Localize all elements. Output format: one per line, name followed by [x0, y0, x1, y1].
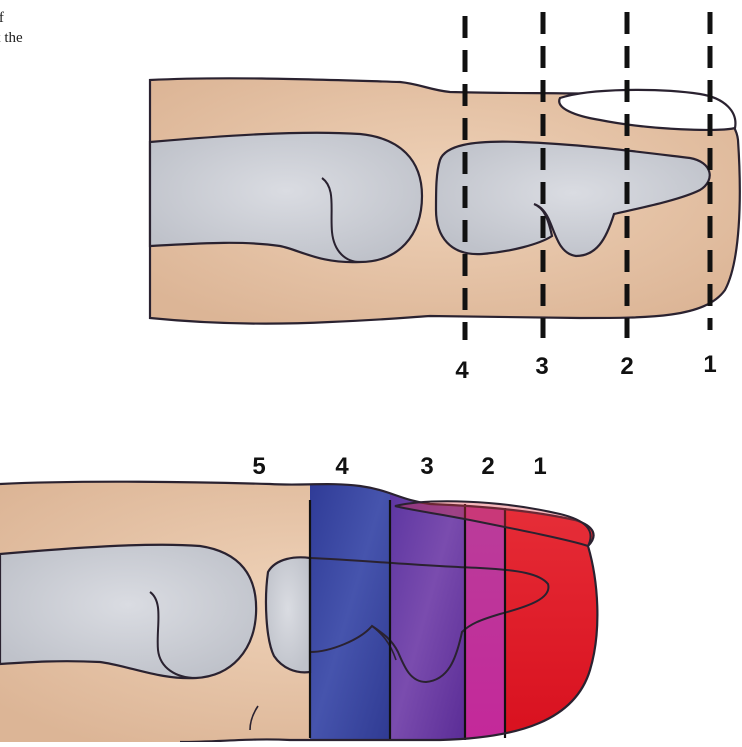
- caption-line-3: phalanx: [0, 48, 150, 68]
- zone-label-2: 2: [481, 453, 494, 480]
- zone-label-4: 4: [335, 453, 349, 480]
- caption-line-1: graphy of: [0, 8, 150, 28]
- cut-label-4: 4: [455, 357, 469, 384]
- figure-caption: graphy of tations at the phalanx: [0, 8, 150, 68]
- cut-label-3: 3: [535, 353, 548, 380]
- bottom-distal-phalanx-base: [266, 557, 310, 672]
- zone-label-1: 1: [533, 453, 546, 480]
- zone-label-5: 5: [252, 453, 265, 480]
- bottom-finger: 5 4 3 2 1: [0, 453, 605, 742]
- top-middle-phalanx: [150, 133, 422, 262]
- cut-label-2: 2: [620, 353, 633, 380]
- zone-4-band: [310, 470, 390, 742]
- zone-label-3: 3: [420, 453, 433, 480]
- cut-label-1: 1: [703, 351, 716, 378]
- caption-line-2: tations at the: [0, 28, 150, 48]
- top-finger: 4 3 2 1: [150, 12, 740, 384]
- bottom-middle-phalanx: [0, 545, 256, 678]
